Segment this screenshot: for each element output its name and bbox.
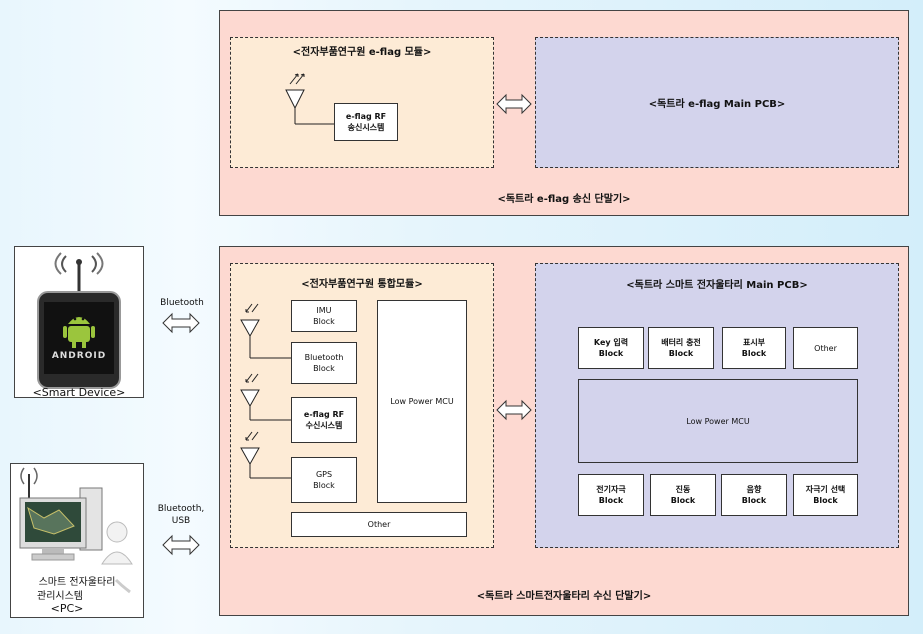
- module-mcu-block: Low Power MCU: [377, 300, 467, 503]
- transmitter-antenna-icon: [285, 73, 334, 125]
- pcb-bottom-block: 자극기 선택 Block: [793, 474, 858, 516]
- double-arrow-icon: [162, 312, 200, 334]
- transmitter-main-pcb-label: <독트라 e-flag Main PCB>: [648, 99, 786, 110]
- pc-link-label: Bluetooth, USB: [157, 504, 205, 526]
- bluetooth-block: Bluetooth Block: [291, 342, 357, 384]
- pcb-top-block: 표시부 Block: [722, 327, 786, 369]
- double-arrow-icon: [162, 534, 200, 556]
- pcb-bottom-block: 전기자극 Block: [578, 474, 644, 516]
- gps-block: GPS Block: [291, 457, 357, 503]
- pc-label-line1: 스마트 전자울타리: [38, 577, 116, 588]
- smart-device-label: <Smart Device>: [32, 386, 126, 399]
- transmitter-main-pcb: <독트라 e-flag Main PCB>: [535, 37, 899, 168]
- transmitter-module-title: <전자부품연구원 e-flag 모듈>: [292, 47, 432, 58]
- receiver-panel-label: <독트라 스마트전자울타리 수신 단말기>: [476, 591, 652, 602]
- double-arrow-icon: [496, 399, 532, 421]
- module-other-block: Other: [291, 512, 467, 537]
- receiver-module-title: <전자부품연구원 통합모듈>: [301, 279, 423, 290]
- pcb-mcu-block: Low Power MCU: [578, 379, 858, 463]
- pc-label-line3: <PC>: [50, 602, 84, 615]
- receiver-main-pcb-title: <독트라 스마트 전자울타리 Main PCB>: [626, 280, 808, 291]
- receiver-antenna-icons: [240, 303, 292, 479]
- android-text: ANDROID: [51, 351, 107, 361]
- pc-label-line2: 관리시스템: [37, 591, 83, 602]
- transmitter-rf-block: e-flag RF 송신시스템: [334, 103, 398, 141]
- double-arrow-icon: [496, 93, 532, 115]
- pc-icon: [19, 467, 133, 594]
- smartphone-icon: [37, 252, 121, 389]
- bluetooth-link-label: Bluetooth: [160, 298, 204, 308]
- pcb-bottom-block: 음향 Block: [721, 474, 787, 516]
- pcb-bottom-block: 진동 Block: [650, 474, 716, 516]
- transmitter-panel-label: <독트라 e-flag 송신 단말기>: [497, 194, 631, 205]
- pcb-top-block: Other: [793, 327, 858, 369]
- imu-block: IMU Block: [291, 300, 357, 332]
- pcb-top-block: 배터리 충전 Block: [648, 327, 714, 369]
- rf-receive-block: e-flag RF 수신시스템: [291, 397, 357, 443]
- transmitter-module: [230, 37, 494, 168]
- pcb-top-block: Key 입력 Block: [578, 327, 644, 369]
